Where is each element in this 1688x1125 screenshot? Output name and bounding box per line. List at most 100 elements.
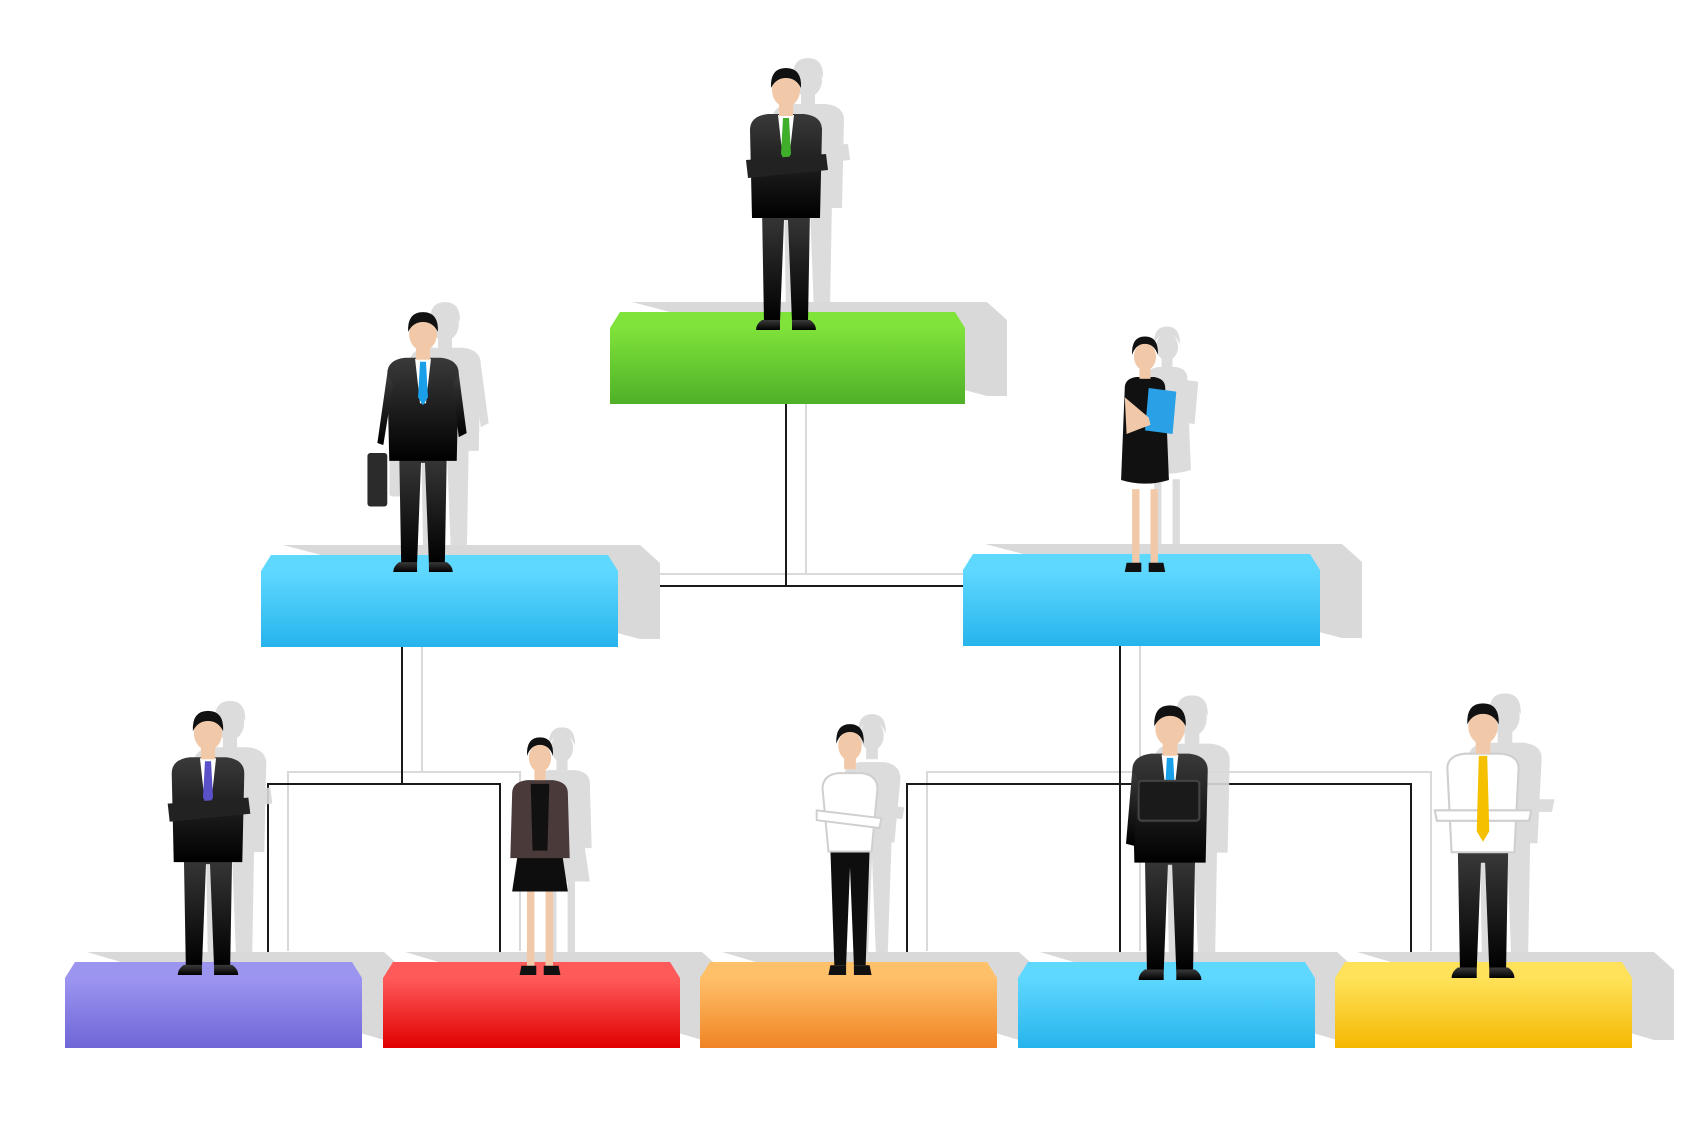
box-front-face [383, 978, 680, 1048]
box-front-face [963, 570, 1320, 646]
laptop [1137, 779, 1201, 822]
trousers [1144, 852, 1196, 972]
neck [866, 747, 878, 760]
trousers [762, 208, 810, 322]
right-leg [1150, 489, 1158, 565]
hair [1176, 695, 1208, 717]
box-front-face [700, 978, 997, 1048]
org-node-mid-right [963, 326, 1362, 646]
jacket [387, 357, 459, 461]
right-arm [474, 363, 489, 428]
trousers [1457, 850, 1509, 970]
left-shoe [519, 965, 537, 975]
crossed-arms [167, 797, 251, 822]
right-leg [567, 881, 575, 958]
box-front-face [65, 978, 362, 1048]
hair [1154, 326, 1180, 345]
right-arm [452, 373, 467, 438]
neck [1162, 743, 1178, 756]
left-arm [1125, 770, 1139, 846]
folder [1167, 378, 1199, 424]
tie [202, 761, 214, 806]
hair [214, 700, 246, 722]
trousers [830, 849, 870, 966]
box-front-face [261, 571, 618, 647]
box-top-face [1018, 962, 1315, 978]
left-leg [527, 891, 535, 968]
arm [1124, 397, 1151, 434]
right-leg [1172, 479, 1180, 555]
left-leg [1132, 489, 1140, 565]
top [530, 783, 550, 851]
left-shoe [1138, 969, 1164, 980]
right-shoe [792, 320, 816, 330]
neck [556, 758, 568, 771]
face [1468, 708, 1498, 745]
box-top-face [610, 312, 965, 328]
face [1155, 710, 1185, 747]
face [860, 720, 884, 751]
hair [858, 714, 886, 734]
right-shoe [1176, 969, 1202, 980]
person-figure-bottom-4 [1125, 705, 1208, 980]
box-front-face [1018, 978, 1315, 1048]
face [772, 73, 800, 107]
org-node-bottom-5 [1335, 693, 1674, 1048]
hair [1154, 705, 1186, 727]
org-node-bottom-2 [383, 727, 722, 1048]
face [431, 307, 459, 341]
box-front-face [610, 328, 965, 404]
org-nodes [65, 58, 1674, 1048]
hair [408, 312, 438, 332]
blouse [821, 772, 879, 853]
left-shoe [1451, 967, 1477, 978]
neck [1161, 357, 1173, 369]
face [409, 317, 437, 351]
person-figure-mid-left [367, 312, 467, 572]
person-figure-mid-right [1121, 336, 1177, 572]
org-node-bottom-4 [1018, 695, 1357, 1048]
org-node-mid-left [261, 302, 660, 647]
box-front-face [1335, 978, 1632, 1048]
face [528, 743, 552, 772]
face [838, 730, 862, 761]
box-top-face [65, 962, 362, 978]
left-shoe [177, 964, 202, 975]
crossed-arms [746, 154, 828, 178]
face [794, 63, 822, 97]
person-figure-top [746, 68, 828, 330]
person-figure-bottom-1 [167, 710, 251, 975]
right-shoe [428, 562, 453, 572]
hair [192, 710, 224, 732]
hair [792, 58, 824, 78]
face [193, 715, 223, 751]
neck [1184, 733, 1200, 746]
face [1490, 698, 1520, 735]
neck [801, 94, 815, 106]
person-figure-bottom-5 [1433, 703, 1533, 978]
neck [200, 747, 216, 760]
right-shoe [543, 965, 561, 975]
right-leg [545, 891, 553, 968]
hair [836, 724, 864, 744]
hair [770, 68, 802, 88]
left-shoe [393, 562, 418, 572]
trousers [183, 852, 233, 967]
left-arm [377, 373, 394, 446]
box-top-face [1335, 962, 1632, 978]
right-shoe [1148, 562, 1166, 572]
person-figure-bottom-3 [815, 724, 883, 975]
briefcase [367, 452, 388, 507]
org-node-top [610, 58, 1007, 404]
tie [1476, 755, 1490, 842]
face [550, 733, 574, 762]
face [215, 705, 245, 741]
neck [416, 347, 430, 360]
skirt [512, 854, 568, 892]
neck [844, 757, 856, 770]
right-shoe [214, 964, 239, 975]
box-top-face [700, 962, 997, 978]
crossed-arms [815, 809, 883, 830]
hair [430, 302, 460, 322]
